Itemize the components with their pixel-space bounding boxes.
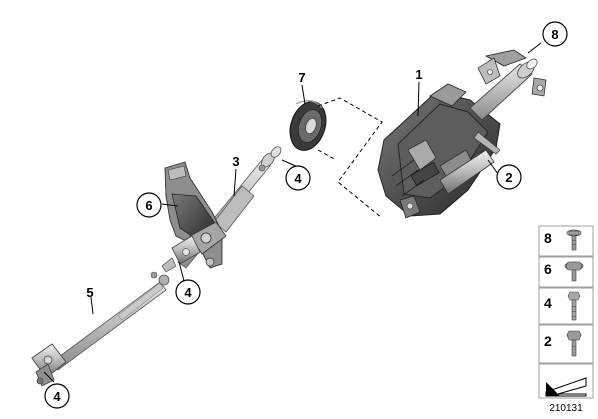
flange-bolt-icon [566, 229, 582, 251]
callout-7: 7 [298, 70, 305, 85]
legend-row-4-number: 4 [544, 295, 552, 311]
callout-5: 5 [86, 285, 93, 300]
callout-2: 2 [496, 164, 522, 190]
mounting-bracket [164, 161, 227, 269]
callout-4-joint-label: 4 [184, 285, 192, 300]
callout-8-label: 8 [551, 27, 558, 42]
drawing-code: 210131 [549, 403, 583, 414]
legend-row-4: 4 [538, 287, 594, 325]
middle-universal-joint [161, 235, 201, 273]
callout-6: 6 [136, 192, 162, 218]
callout-1-label: 1 [415, 67, 422, 82]
legend-row-8: 8 [538, 225, 594, 257]
leader-lines [43, 42, 542, 383]
callout-3: 3 [232, 154, 239, 169]
explode-indicator-dashed [317, 97, 383, 219]
callout-3-label: 3 [232, 154, 239, 169]
hex-flange-bolt-icon [564, 261, 584, 282]
callout-7-label: 7 [298, 70, 305, 85]
callout-4-joint: 4 [175, 279, 201, 305]
callout-2-label: 2 [505, 170, 512, 185]
callout-8: 8 [542, 21, 568, 47]
legend-row-6-number: 6 [544, 261, 552, 277]
callout-4-shaft-label: 4 [294, 171, 302, 186]
callout-6-label: 6 [145, 198, 152, 213]
direction-arrow-icon [545, 377, 587, 397]
callout-5-label: 5 [86, 285, 93, 300]
lower-universal-joint [31, 343, 67, 387]
lower-intermediate-shaft [51, 271, 170, 371]
callout-4-shaft: 4 [285, 165, 311, 191]
steering-column-assembly [377, 49, 547, 219]
orientation-arrow-box [538, 363, 594, 399]
legend-row-6: 6 [538, 256, 594, 288]
callout-4-lower-label: 4 [53, 389, 61, 404]
long-bolt-icon [567, 291, 581, 321]
sealing-boot [289, 100, 327, 151]
legend-row-2-number: 2 [544, 333, 552, 349]
callout-1: 1 [415, 67, 422, 82]
callout-4-lower: 4 [44, 383, 70, 409]
legend-row-8-number: 8 [544, 230, 552, 246]
fastener-legend: 8 6 4 [538, 225, 594, 399]
short-bolt-icon [566, 330, 582, 357]
legend-row-2: 2 [538, 324, 594, 364]
